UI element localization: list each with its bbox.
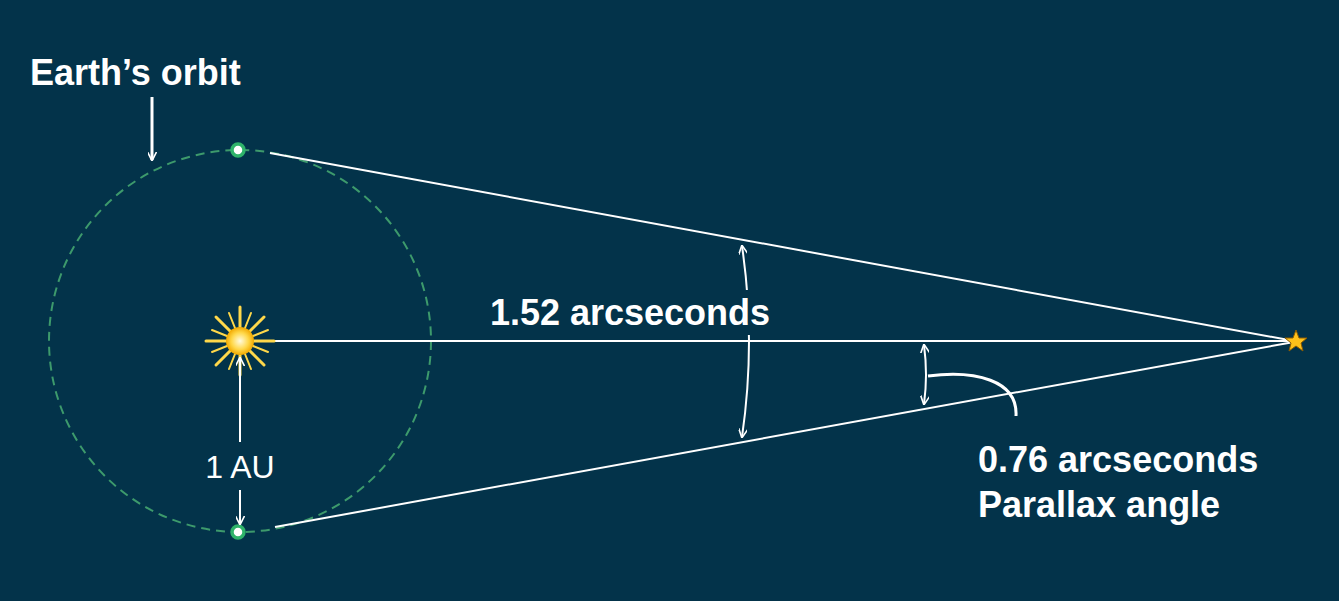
parallax-label: 0.76 arcseconds Parallax angle bbox=[978, 437, 1318, 527]
dimension-arrow bbox=[239, 358, 241, 442]
star bbox=[1285, 330, 1307, 351]
pointer-arrow bbox=[151, 97, 154, 160]
sight-line bbox=[270, 153, 1294, 341]
baseline-line bbox=[255, 340, 1294, 342]
dimension-arrow bbox=[239, 490, 241, 524]
leader-line bbox=[928, 374, 1016, 416]
earth-position bbox=[232, 526, 244, 538]
angle-label: 1.52 arcseconds bbox=[486, 290, 774, 335]
orbit-label: Earth’s orbit bbox=[30, 50, 241, 95]
angle-arc bbox=[742, 246, 749, 437]
earth-position bbox=[232, 144, 244, 156]
distance-label: 1 AU bbox=[205, 447, 274, 487]
angle-arc bbox=[924, 345, 926, 404]
